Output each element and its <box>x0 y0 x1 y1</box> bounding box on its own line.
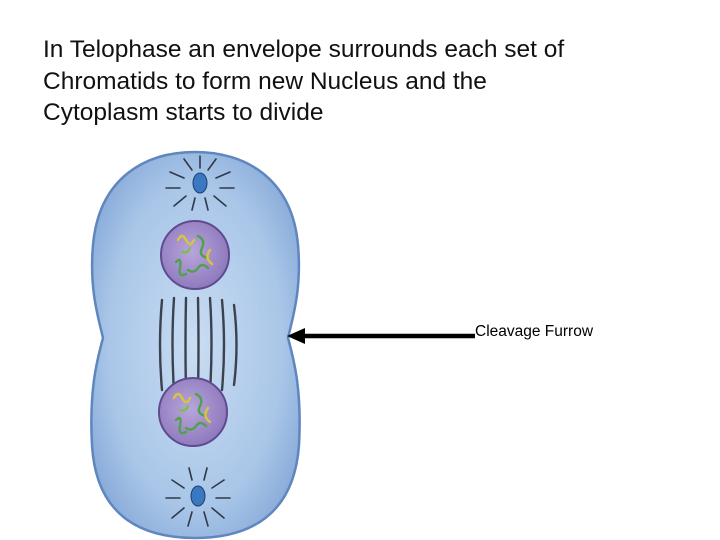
title-line-3: Cytoplasm starts to divide <box>43 99 324 126</box>
cell-membrane <box>90 150 301 540</box>
bottom-nucleus <box>158 377 228 447</box>
callout-arrow <box>287 328 475 344</box>
top-nucleus <box>160 220 230 290</box>
bottom-centrosome <box>165 467 231 527</box>
bottom-chromatids <box>172 392 212 435</box>
bottom-centriole <box>190 485 206 507</box>
title-line-1: In Telophase an envelope surrounds each … <box>43 36 565 63</box>
title-line-2: Chromatids to form new Nucleus and the <box>43 67 487 95</box>
slide-title: In Telophase an envelope surrounds each … <box>43 34 683 129</box>
cleavage-furrow-label: Cleavage Furrow <box>475 323 594 340</box>
top-chromatids <box>174 234 214 277</box>
telophase-cell-illustration <box>90 150 301 540</box>
top-centrosome <box>165 155 235 211</box>
top-centriole <box>192 172 208 194</box>
